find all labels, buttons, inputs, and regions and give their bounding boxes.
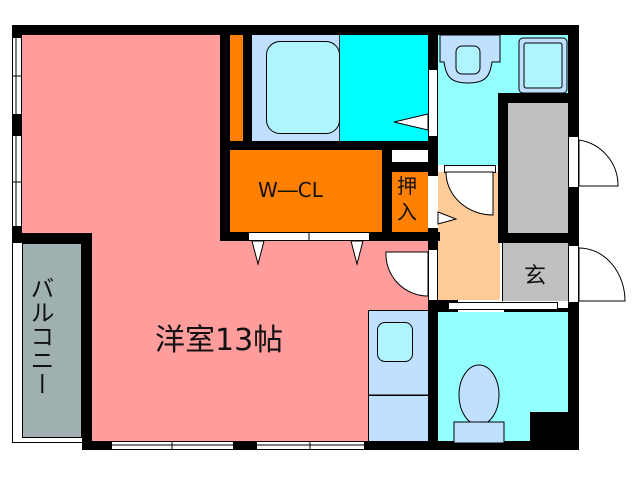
walk-in-closet-label: W―CL: [258, 178, 323, 202]
wall-left-mid: [12, 114, 22, 136]
wall-bottom-c: [364, 441, 579, 450]
closet-strip: [230, 33, 243, 141]
wall-bottom-b: [233, 441, 257, 450]
wall-right: [568, 25, 579, 450]
wall-balcony-top: [12, 233, 92, 243]
western-room: [20, 33, 220, 233]
bath-door: [428, 70, 438, 136]
wall-center-vertical-4: [428, 300, 438, 450]
wall-oshiire-mid: [382, 162, 438, 172]
wall-balcony-right: [82, 233, 92, 448]
wall-wcl-right: [382, 150, 392, 236]
oshiire-door: [428, 176, 438, 228]
pipe-shaft: [530, 412, 570, 450]
wall-top: [12, 25, 579, 35]
balcony-floor: [22, 243, 82, 438]
wall-wcl-left: [220, 25, 230, 241]
toilet-sliding-door: [448, 302, 558, 310]
toilet-tank-icon: [453, 421, 505, 444]
bathtub: [266, 41, 340, 134]
oshiire-label: 押入: [397, 174, 417, 224]
wall-shoe-top: [498, 93, 570, 103]
wall-bottom-a: [82, 441, 112, 450]
toilet-bowl-icon: [458, 364, 500, 426]
wall-left-top: [12, 25, 22, 38]
front-door-swing: [578, 139, 619, 187]
balcony-door-swing: [578, 247, 626, 302]
room-door-swing: [385, 251, 429, 297]
wall-center-vertical: [428, 25, 438, 70]
wall-bath-bottom: [220, 141, 438, 150]
wall-shoe-left: [498, 93, 508, 243]
shoe-storage: [508, 103, 568, 233]
door-arrow-icon: [437, 211, 458, 225]
oshiire-top-gap: [392, 150, 428, 162]
walk-in-closet: [230, 150, 382, 232]
washroom-door-swing: [445, 171, 494, 216]
sink: [377, 322, 413, 362]
window-left-lower: [12, 136, 22, 226]
genkan-label: 玄: [524, 264, 547, 289]
genkan: [502, 243, 568, 301]
wall-shoe-bottom: [498, 233, 570, 243]
oshiire: [392, 172, 428, 232]
wall-center-vertical-2: [428, 136, 438, 176]
door-arrow-icon: [251, 240, 265, 266]
wall-toilet-top-r: [504, 308, 570, 312]
western-room-label: 洋室13帖: [155, 323, 284, 358]
washroom-lower: [438, 93, 498, 165]
wall-center-vertical-3: [428, 228, 438, 250]
door-arrow-icon: [350, 240, 364, 266]
wall-closet-strip-right: [243, 33, 252, 143]
balcony-label: バルコニー: [26, 276, 54, 396]
door-arrow-icon: [393, 113, 429, 131]
